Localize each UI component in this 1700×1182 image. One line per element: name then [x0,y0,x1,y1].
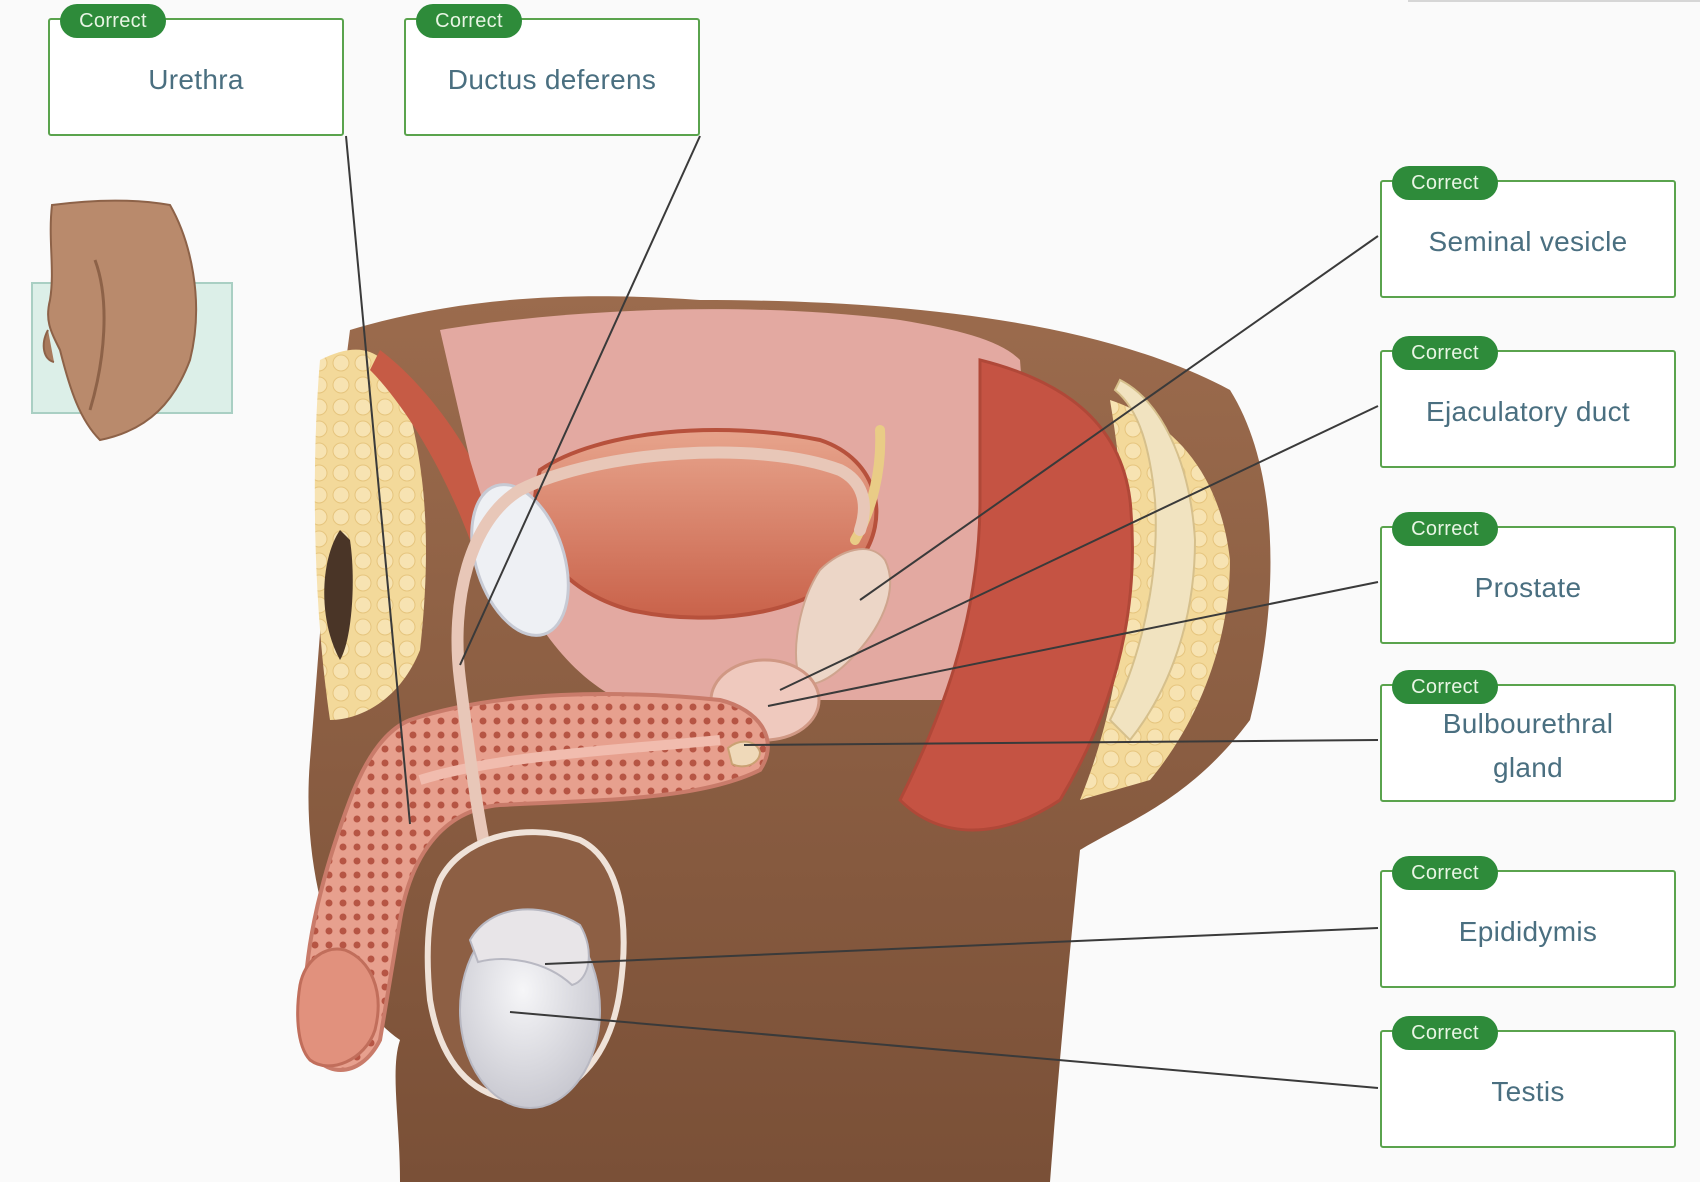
status-badge: Correct [1392,856,1498,890]
label-text-prostate: Prostate [1474,572,1582,603]
label-box-prostate[interactable]: Correct Prostate [1380,512,1676,644]
leader-prostate [767,581,1379,707]
label-text-urethra: Urethra [148,64,244,95]
status-badge: Correct [1392,512,1498,546]
leader-bulbourethral-gland [743,739,1379,746]
label-box-testis[interactable]: Correct Testis [1380,1016,1676,1148]
label-box-epididymis[interactable]: Correct Epididymis [1380,856,1676,988]
status-badge: Correct [416,4,522,38]
body-section [296,296,1271,1182]
label-text-epididymis: Epididymis [1458,916,1598,947]
leader-seminal-vesicle [859,235,1379,601]
leader-ejaculatory-duct [779,405,1379,691]
leader-lines [345,135,1379,1089]
label-text-ejaculatory-duct: Ejaculatory duct [1425,396,1630,427]
leader-epididymis [544,927,1379,965]
label-text-seminal-vesicle: Seminal vesicle [1428,226,1628,257]
leader-testis [509,1011,1379,1089]
label-box-ejaculatory-duct[interactable]: Correct Ejaculatory duct [1380,336,1676,468]
status-badge: Correct [1392,670,1498,704]
label-box-bulbourethral-gland[interactable]: Correct Bulbourethral gland [1380,670,1676,802]
label-box-urethra[interactable]: Correct Urethra [48,4,344,136]
label-text-ductus-deferens: Ductus deferens [447,64,657,95]
orientation-inset [31,199,233,442]
status-badge: Correct [1392,1016,1498,1050]
status-badge: Correct [60,4,166,38]
leader-urethra [345,135,411,825]
status-badge: Correct [1392,166,1498,200]
label-text-testis: Testis [1491,1076,1565,1107]
label-text-bulbourethral-gland: Bulbourethral gland [1442,708,1614,783]
label-box-seminal-vesicle[interactable]: Correct Seminal vesicle [1380,166,1676,298]
top-divider [1408,0,1700,2]
leader-ductus-deferens [459,135,701,666]
label-box-ductus-deferens[interactable]: Correct Ductus deferens [404,4,700,136]
status-badge: Correct [1392,336,1498,370]
